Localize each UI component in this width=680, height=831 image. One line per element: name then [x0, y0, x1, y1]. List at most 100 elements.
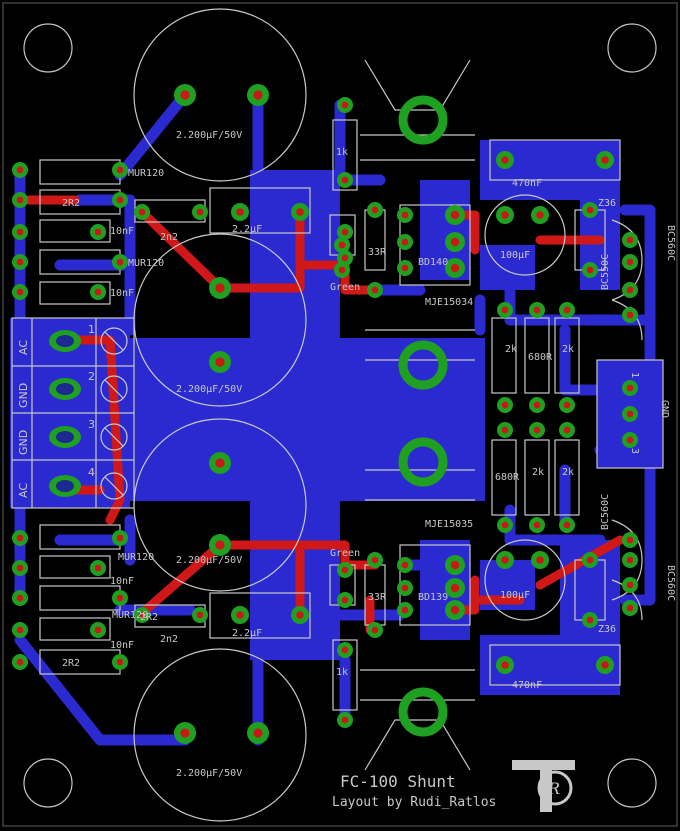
pad-hole: [236, 611, 244, 619]
pad-hole: [586, 266, 594, 274]
logo-letter: R: [547, 779, 560, 798]
label-mje15034: MJE15034: [425, 297, 473, 308]
label-bc560-2: BC560C: [665, 565, 676, 601]
label-zener-bottom: Z36: [598, 624, 616, 635]
label-cap-2n2-bottom: 2n2: [160, 634, 178, 645]
label-cap-2n2-top: 2n2: [160, 232, 178, 243]
pad-hole: [401, 584, 409, 592]
pad-hole: [94, 564, 102, 572]
label-cap-big-4: 2.200µF/50V: [176, 768, 242, 779]
board-title: FC-100 Shunt: [340, 772, 456, 791]
pad-hole: [626, 556, 634, 564]
connector-pad-hole: [56, 480, 74, 492]
pad-hole: [116, 534, 124, 542]
pad-hole: [401, 606, 409, 614]
pad-hole: [450, 237, 460, 247]
label-bc550-1: BC550C: [600, 254, 611, 290]
pad-hole: [501, 306, 509, 314]
pad-hole: [16, 658, 24, 666]
label-bc560-1: BC560C: [665, 225, 676, 261]
mounting-pad: [398, 340, 448, 390]
pad-hole: [563, 401, 571, 409]
label-cap-big-2: 2.200µF/50V: [176, 384, 242, 395]
input-label-4: AC: [17, 483, 30, 498]
pad-hole: [215, 540, 225, 550]
label-res-2r2-bottom: 2R2: [62, 658, 80, 669]
ground-plane: [130, 338, 485, 501]
screw-slot: [104, 331, 124, 351]
label-res-1k-bottom: 1k: [336, 667, 348, 678]
pad-hole: [215, 283, 225, 293]
pad-hole: [533, 426, 541, 434]
label-diode-3: MUR120: [118, 552, 154, 563]
input-label-3: GND: [17, 430, 30, 455]
pad-hole: [341, 716, 349, 724]
pad-hole: [371, 206, 379, 214]
pad-hole: [196, 208, 204, 216]
pad-hole: [16, 288, 24, 296]
connector-pad-hole: [56, 431, 74, 443]
label-res-2k-b: 2k: [562, 344, 574, 355]
pad-hole: [586, 616, 594, 624]
pad-hole: [341, 228, 349, 236]
pad-hole: [16, 258, 24, 266]
pad-hole: [533, 401, 541, 409]
pad-hole: [626, 286, 634, 294]
pad-hole: [586, 556, 594, 564]
pad-hole: [450, 210, 460, 220]
label-diode-2: MUR120: [128, 258, 164, 269]
pad-hole: [215, 458, 225, 468]
pad-hole: [296, 611, 304, 619]
pad-hole: [533, 521, 541, 529]
pad-hole: [116, 196, 124, 204]
label-res-1k-top: 1k: [336, 147, 348, 158]
label-cap-10nf-4: 10nF: [110, 640, 134, 651]
pad-hole: [586, 206, 594, 214]
bottom-copper-layer: [10, 89, 663, 746]
pad-hole: [563, 306, 571, 314]
pad-hole: [253, 728, 263, 738]
input-label-1: AC: [17, 340, 30, 355]
screw-terminal: [100, 472, 128, 500]
pad-hole: [563, 426, 571, 434]
pad-hole: [180, 728, 190, 738]
pad-hole: [116, 594, 124, 602]
pad-hole: [501, 661, 509, 669]
label-bd140: BD140: [418, 257, 448, 268]
pad-hole: [138, 208, 146, 216]
label-res-2r2-top: 2R2: [62, 198, 80, 209]
input-pin-3: 3: [88, 418, 95, 431]
board-credit: Layout by Rudi_Ratlos: [332, 795, 496, 810]
label-cap-470nf-bottom: 470nF: [512, 680, 542, 691]
pad-hole: [16, 166, 24, 174]
pad-hole: [16, 228, 24, 236]
connector-pad-hole: [56, 383, 74, 395]
pad-hole: [401, 211, 409, 219]
pad-hole: [16, 564, 24, 572]
pad-hole: [94, 228, 102, 236]
pad-hole: [501, 521, 509, 529]
pad-hole: [341, 596, 349, 604]
pad-hole: [501, 211, 509, 219]
label-res-2k-a: 2k: [505, 344, 517, 355]
screw-slot: [104, 476, 124, 496]
silkscreen-labels: 2.200µF/50V 2.200µF/50V 2.200µF/50V 2.20…: [17, 130, 676, 810]
pad-hole: [116, 166, 124, 174]
label-out-gnd: GND: [659, 400, 670, 418]
copper-pour-top-left: [250, 170, 340, 340]
pad-hole: [371, 626, 379, 634]
screw-terminal: [100, 375, 128, 403]
pad-hole: [501, 156, 509, 164]
pad-hole: [626, 410, 634, 418]
pad-hole: [536, 211, 544, 219]
label-res-680r-b: 680R: [495, 472, 520, 483]
input-pin-1: 1: [88, 323, 95, 336]
pad-hole: [341, 176, 349, 184]
input-label-2: GND: [17, 383, 30, 408]
pad-hole: [501, 426, 509, 434]
pad-hole: [450, 605, 460, 615]
label-cap-10nf-2: 10nF: [110, 288, 134, 299]
label-cap-10nf-1: 10nF: [110, 226, 134, 237]
